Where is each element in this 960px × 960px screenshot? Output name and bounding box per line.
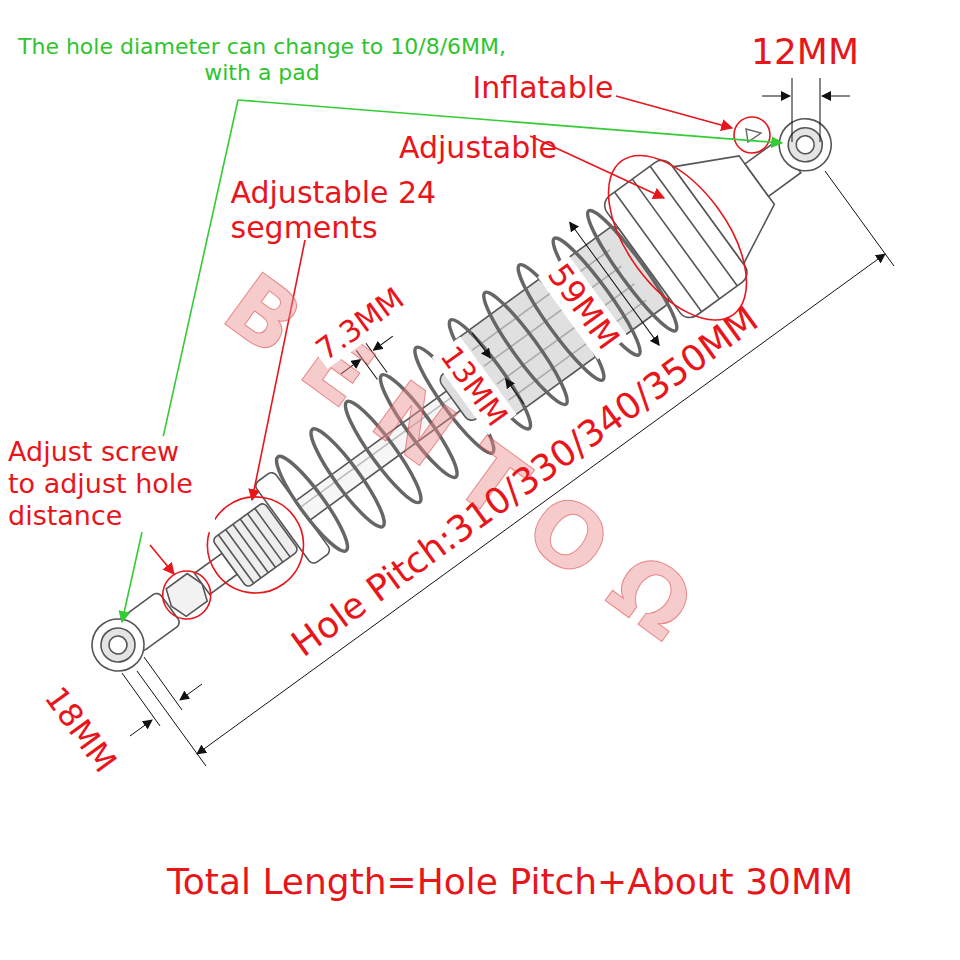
label-holder: Inflatable — [472, 70, 613, 105]
shock-body — [39, 50, 882, 737]
dimension-lines — [122, 657, 202, 736]
label-holder: Adjustable 24 segments — [231, 175, 446, 246]
label-holder: Adjustable — [399, 130, 557, 165]
label-holder: BENTOΩ — [205, 253, 734, 677]
label-holder: 59MM — [538, 255, 628, 360]
part-label: Inflatable — [472, 70, 613, 105]
dimension-label: 12MM — [751, 31, 859, 73]
label-holder: 18MM — [37, 680, 124, 780]
part-label: Adjustable — [399, 130, 557, 165]
highlight-circle — [734, 117, 770, 153]
part-label: Adjustable 24 segments — [231, 175, 446, 246]
label-holder: Total Length=Hole Pitch+About 30MM — [167, 861, 853, 903]
dimension-label: 59MM — [538, 255, 628, 360]
caption-note: Total Length=Hole Pitch+About 30MM — [167, 861, 853, 903]
label-holder: 12MM — [751, 31, 859, 73]
dimension-lines — [762, 78, 850, 142]
watermark: BENTOΩ — [205, 253, 734, 677]
dimension-label: 18MM — [37, 680, 124, 780]
part-label: Adjust screw to adjust hole distance — [5, 436, 215, 532]
dimension-lines — [137, 171, 894, 766]
label-holder: The hole diameter can change to 10/8/6MM… — [12, 34, 512, 86]
label-holder: Adjust screw to adjust hole distance — [5, 436, 215, 532]
note-text: The hole diameter can change to 10/8/6MM… — [12, 34, 512, 86]
